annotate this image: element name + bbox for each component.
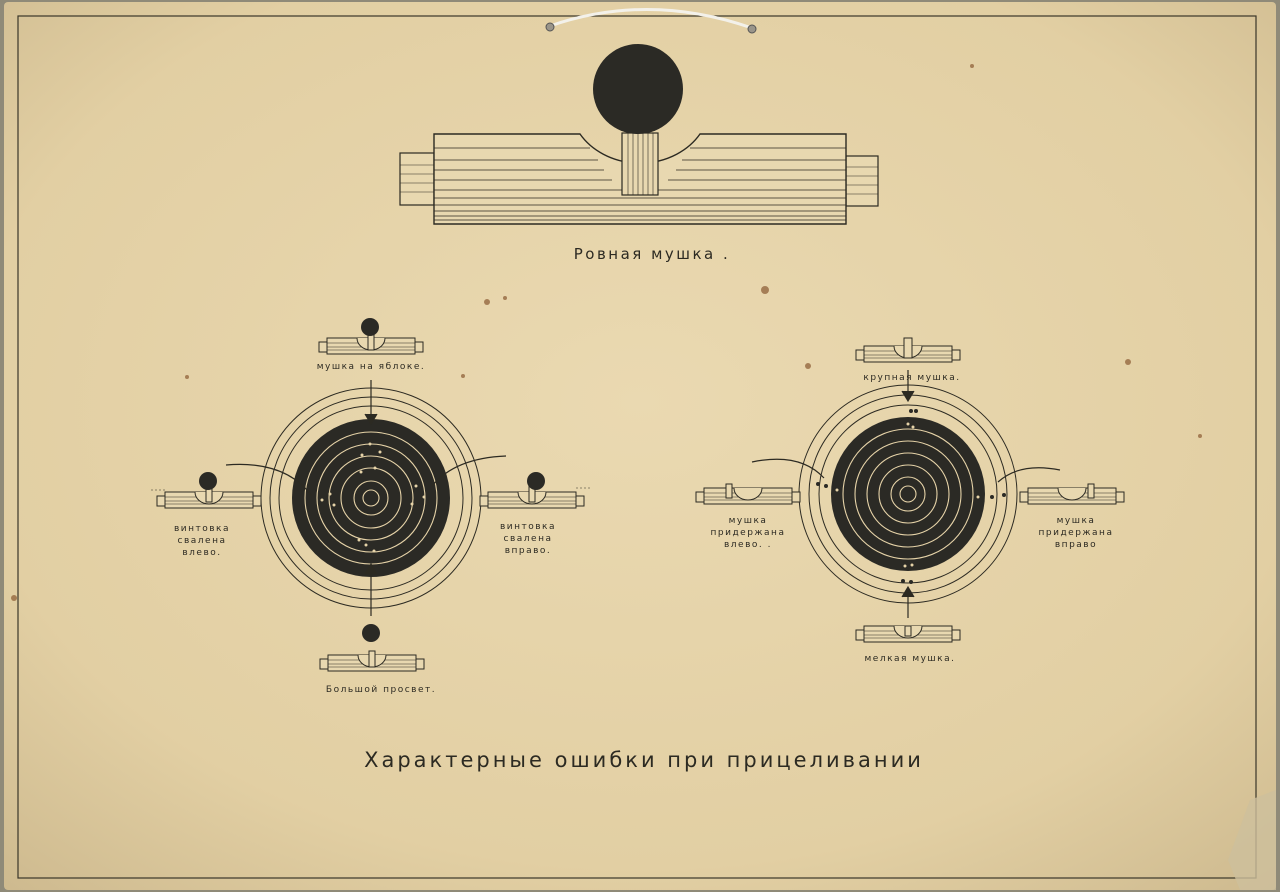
sight-top-right — [855, 337, 961, 363]
label-right-right-2: придержана — [1039, 528, 1114, 538]
bull-bottom-left — [362, 624, 380, 642]
bull-left-left — [199, 472, 217, 490]
label-bottom-right: мелкая мушка. — [865, 654, 956, 664]
border-frame — [17, 15, 1257, 879]
left-target — [225, 380, 507, 616]
label-left-right-2: придержана — [711, 528, 786, 538]
paper-stains — [11, 64, 1202, 601]
label-right-left-2: свалена — [504, 534, 553, 544]
sight-bottom-left — [319, 650, 425, 672]
label-right-left-1: винтовка — [500, 522, 556, 532]
grommet-left — [545, 22, 555, 32]
top-caption: Ровная мушка . — [574, 245, 731, 263]
grommet-right — [747, 24, 757, 34]
target-bull-large — [593, 44, 683, 134]
label-bottom-left: Большой просвет. — [326, 685, 436, 695]
label-left-left-3: влево. — [182, 548, 221, 558]
main-title: Характерные ошибки при прицеливании — [364, 748, 924, 772]
hanging-string — [549, 8, 753, 30]
label-right-right-1: мушка — [1057, 516, 1096, 526]
label-left-right-1: мушка — [729, 516, 768, 526]
label-right-left-3: вправо. — [505, 546, 552, 556]
sight-right-right — [1019, 483, 1125, 505]
label-left-left-2: свалена — [178, 536, 227, 546]
label-top-right: крупная мушка. — [863, 373, 960, 383]
label-left-right-3: влево. . — [724, 540, 772, 550]
label-right-right-3: вправо — [1055, 540, 1097, 550]
front-sight-large — [399, 132, 879, 225]
sight-bottom-right — [855, 625, 961, 643]
label-top-left: мушка на яблоке. — [317, 362, 425, 372]
shot-holes-left — [320, 442, 426, 553]
shot-holes-right-inner — [835, 422, 980, 568]
label-left-left-1: винтовка — [174, 524, 230, 534]
torn-corner — [1228, 790, 1276, 890]
bull-top-left — [361, 318, 379, 336]
shot-holes-right-outer — [816, 409, 1006, 584]
sight-left-right — [695, 483, 801, 505]
right-target — [751, 370, 1061, 618]
bull-right-left — [527, 472, 545, 490]
